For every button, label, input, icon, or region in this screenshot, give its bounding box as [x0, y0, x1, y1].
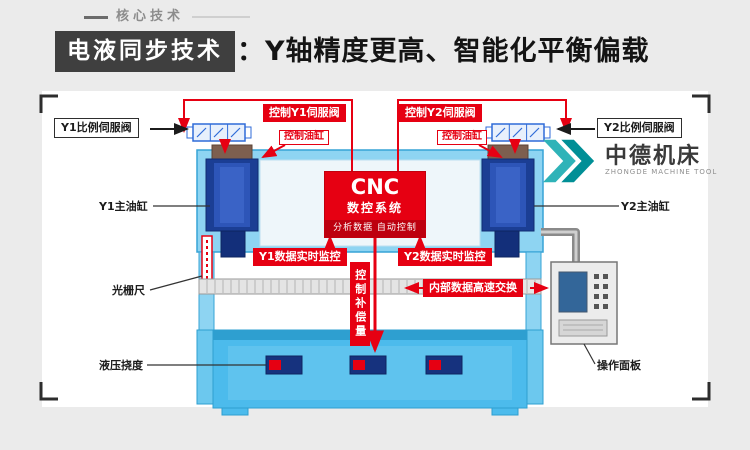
brand-name-cn: 中德机床 [605, 144, 702, 170]
label-pointer-lines [147, 205, 619, 366]
label-grating-ruler: 光栅尺 [112, 284, 145, 297]
chevrons-icon [542, 139, 595, 183]
label-ctrl-y2-valve: 控制Y2伺服阀 [399, 104, 482, 122]
panel-buttons [594, 274, 608, 309]
label-y1-monitor: Y1数据实时监控 [253, 248, 347, 266]
title-highlight-box: 电液同步技术 [55, 31, 235, 72]
cnc-system-box: CNC 数控系统 分析数据 自动控制 [325, 172, 425, 238]
right-main-cylinder [481, 144, 535, 258]
label-y1-main-cylinder: Y1主油缸 [99, 200, 148, 213]
label-y1-prop-valve: Y1比例伺服阀 [54, 118, 139, 138]
panel-screen [558, 271, 588, 313]
label-operation-panel: 操作面板 [597, 359, 641, 372]
control-signal-arrows [178, 99, 572, 353]
label-data-exchange: 内部数据高速交换 [423, 279, 523, 297]
brand-logo: 中德机床 ZHONGDE MACHINE TOOL [542, 138, 717, 184]
page-title: 电液同步技术 ：Y轴精度更高、智能化平衡偏载 [55, 31, 650, 72]
label-y2-monitor: Y2数据实时监控 [398, 248, 492, 266]
label-compensation: 控制补偿量 [350, 262, 370, 346]
label-y2-main-cylinder: Y2主油缸 [621, 200, 670, 213]
badge-line-right [192, 16, 251, 19]
crowning-cylinders [265, 355, 463, 375]
badge-text: 核心技术 [116, 9, 185, 24]
brand-name-en: ZHONGDE MACHINE TOOL [605, 168, 718, 177]
label-hydraulic-deflection: 液压挠度 [99, 359, 143, 372]
core-tech-badge: 核心技术 [84, 9, 251, 25]
label-ctrl-cylinder-left: 控制油缸 [279, 130, 329, 145]
badge-line-left [84, 15, 108, 19]
control-panel [550, 261, 618, 345]
cnc-title: CNC [350, 175, 400, 199]
cnc-subtitle: 数控系统 [346, 201, 403, 215]
left-main-cylinder [205, 144, 259, 258]
brand-text: 中德机床 ZHONGDE MACHINE TOOL [605, 145, 717, 177]
panel-keypad [558, 319, 608, 337]
corner-brackets [39, 94, 711, 401]
cnc-footer: 分析数据 自动控制 [325, 220, 425, 238]
title-text: ：Y轴精度更高、智能化平衡偏载 [237, 35, 650, 67]
servo-valve-left-symbol [186, 123, 252, 142]
label-y2-prop-valve: Y2比例伺服阀 [597, 118, 682, 138]
label-ctrl-cylinder-right: 控制油缸 [437, 130, 487, 145]
label-ctrl-y1-valve: 控制Y1伺服阀 [263, 104, 346, 122]
servo-valve-right-symbol [485, 123, 551, 142]
panel-arm [541, 228, 580, 262]
